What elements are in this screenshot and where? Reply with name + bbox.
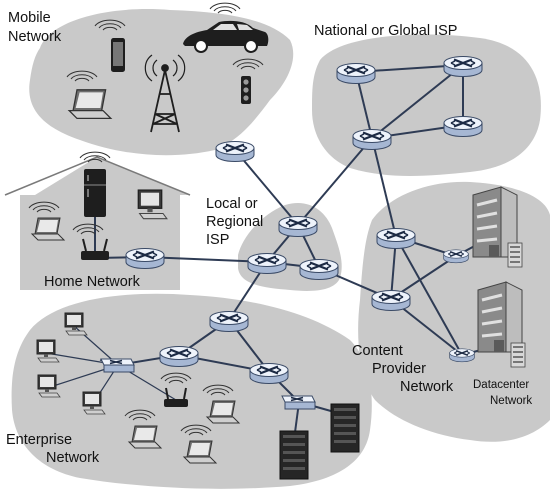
link-mobile-local <box>234 149 299 226</box>
router-icon <box>246 252 288 275</box>
home-house-outline <box>4 156 191 196</box>
server-icon <box>510 342 526 368</box>
router-icon <box>442 55 484 78</box>
home-network-label: Home Network <box>44 274 141 290</box>
link-home-local <box>144 256 268 263</box>
phone-icon <box>111 38 125 72</box>
enterprise-label-line2: Network <box>46 450 100 466</box>
local-isp-label-line2: Regional <box>206 214 263 230</box>
wifi-access-point-icon <box>81 238 109 260</box>
switch-icon <box>100 358 135 373</box>
router-icon <box>375 227 417 250</box>
datacenter-label-line2: Network <box>490 395 532 407</box>
wifi-access-point-icon <box>164 387 188 407</box>
national-isp-label: National or Global ISP <box>314 23 457 39</box>
traffic-light-icon <box>241 76 251 104</box>
cell-tower-icon <box>144 54 186 133</box>
server-icon <box>279 430 309 480</box>
link-local-national <box>297 137 373 226</box>
enterprise-label-line1: Enterprise <box>6 432 72 448</box>
link-content-3 <box>395 236 463 356</box>
datacenter-building-icon <box>476 280 524 354</box>
router-icon <box>158 345 200 368</box>
router-icon <box>277 215 319 238</box>
mobile-network-label-line1: Mobile <box>8 10 51 26</box>
mobile-network-label-line2: Network <box>8 29 62 45</box>
router-icon <box>370 289 412 312</box>
refrigerator-icon <box>84 169 106 217</box>
link-national-content <box>371 137 397 238</box>
server-icon <box>330 403 360 453</box>
car-icon <box>183 20 269 53</box>
router-icon <box>208 310 250 333</box>
datacenter-label-line1: Datacenter <box>473 379 529 391</box>
switch-icon <box>281 395 316 410</box>
content-provider-label-line2: Provider <box>372 361 426 377</box>
national-isp-region <box>312 34 541 176</box>
local-isp-label-line3: ISP <box>206 232 229 248</box>
server-icon <box>507 242 523 268</box>
wireless-signal-icon <box>209 2 241 14</box>
content-provider-label-line3: Network <box>400 379 454 395</box>
router-icon <box>448 348 476 363</box>
router-icon <box>335 62 377 85</box>
link-national-r2-r3 <box>371 64 464 139</box>
router-icon <box>248 362 290 385</box>
router-icon <box>298 258 340 281</box>
content-provider-label-line1: Content <box>352 343 403 359</box>
router-icon <box>214 140 256 163</box>
router-icon <box>442 249 470 264</box>
local-isp-label-line1: Local or <box>206 196 258 212</box>
router-icon <box>442 115 484 138</box>
router-icon <box>124 247 166 270</box>
router-icon <box>351 128 393 151</box>
